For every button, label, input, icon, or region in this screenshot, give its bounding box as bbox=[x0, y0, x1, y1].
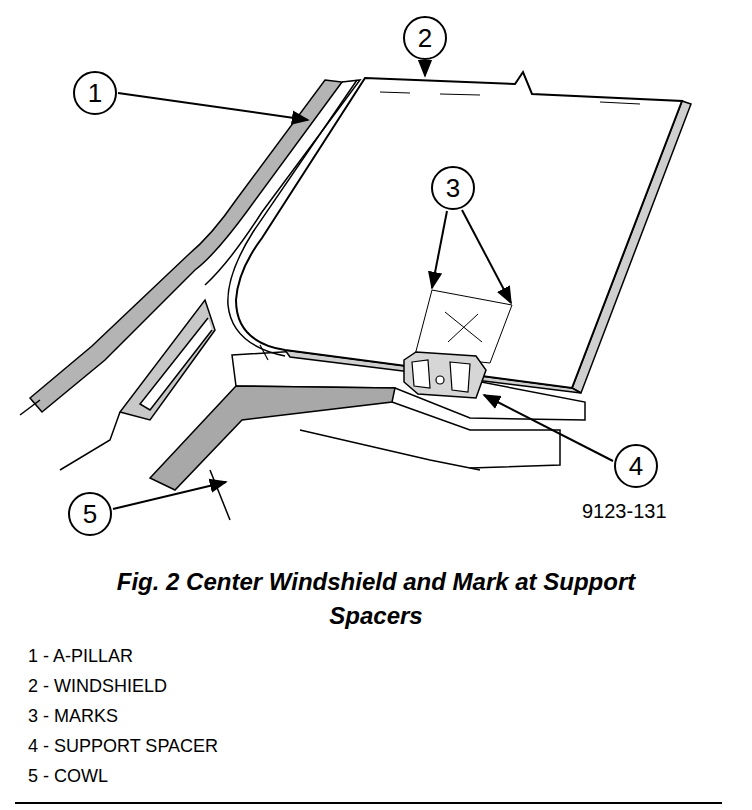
support-spacer bbox=[404, 352, 486, 398]
legend-line: 4 - SUPPORT SPACER bbox=[28, 736, 218, 757]
callout-number: 1 bbox=[88, 80, 102, 106]
legend-line: 5 - COWL bbox=[28, 766, 108, 787]
callout-circle: 1 bbox=[73, 71, 117, 115]
legend-line: 1 - A-PILLAR bbox=[28, 646, 133, 667]
marks bbox=[415, 290, 512, 363]
callout-circle: 3 bbox=[431, 166, 475, 210]
leader-lines bbox=[113, 61, 613, 509]
figure-caption: Fig. 2 Center Windshield and Mark at Sup… bbox=[70, 565, 682, 633]
legend-line: 2 - WINDSHIELD bbox=[28, 676, 167, 697]
callout-number: 4 bbox=[629, 453, 643, 479]
rule-line bbox=[15, 802, 722, 804]
callout-number: 3 bbox=[446, 175, 460, 201]
figure-number: 9123-131 bbox=[582, 500, 667, 523]
callout-circle: 2 bbox=[403, 16, 447, 60]
callout-number: 2 bbox=[418, 25, 432, 51]
callout-number: 5 bbox=[83, 501, 97, 527]
callout-circle: 5 bbox=[68, 492, 112, 536]
windshield bbox=[228, 72, 691, 393]
legend-line: 3 - MARKS bbox=[28, 706, 118, 727]
callout-circle: 4 bbox=[614, 444, 658, 488]
